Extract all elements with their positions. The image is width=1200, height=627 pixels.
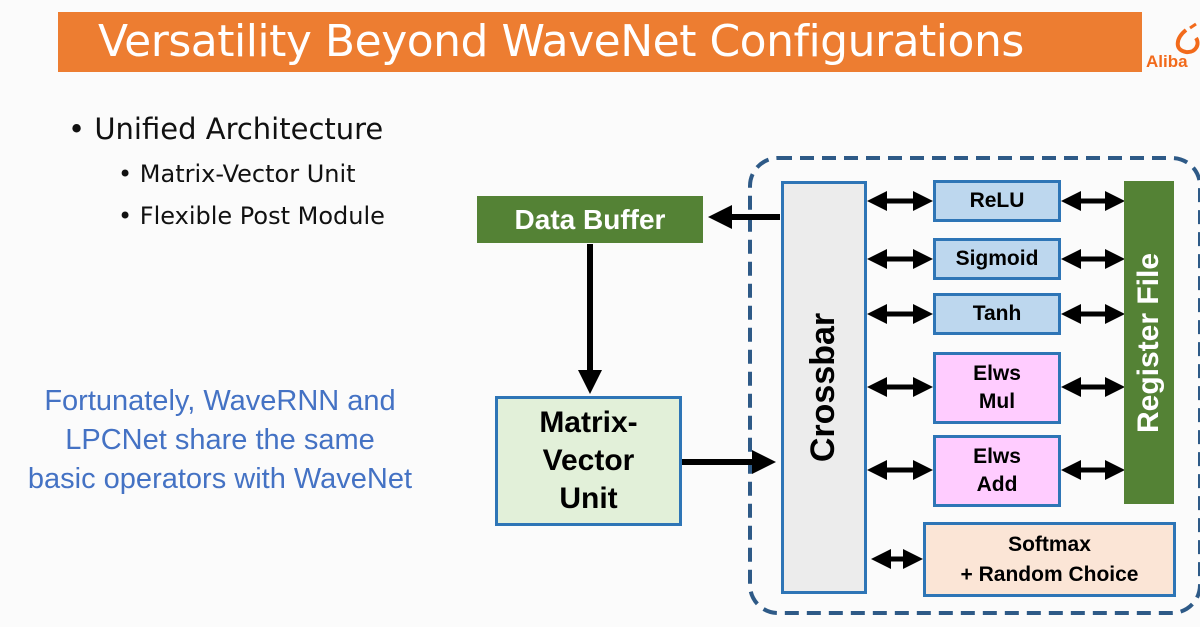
title-bar — [58, 12, 1142, 72]
sub-bullet-matrix-vector-unit: • Matrix-Vector Unit — [118, 160, 356, 188]
elws-mul-label-line: Mul — [978, 390, 1016, 413]
data-buffer-label: Data Buffer — [514, 203, 666, 235]
alibaba-logo: Aliba — [1146, 20, 1200, 80]
crossbar-box: Crossbar — [781, 181, 867, 594]
post-module-dashed-border — [748, 156, 1200, 615]
softmax-box: Softmax + Random Choice — [923, 522, 1176, 597]
note-text: Fortunately, WaveRNN and LPCNet share th… — [0, 382, 440, 499]
elws-add-box: Elws Add — [933, 435, 1061, 507]
note-line: basic operators with WaveNet — [27, 463, 413, 495]
slide-title: Versatility Beyond WaveNet Configuration… — [98, 16, 1024, 67]
mvu-label-line: Unit — [559, 482, 618, 515]
sub-bullet-text: Matrix-Vector Unit — [139, 160, 356, 188]
sub-bullet-text: Flexible Post Module — [139, 202, 385, 230]
data-buffer-box: Data Buffer — [477, 196, 703, 243]
relu-box: ReLU — [933, 180, 1061, 222]
logo-mark-icon — [1175, 22, 1200, 55]
sigmoid-box: Sigmoid — [933, 238, 1061, 280]
tanh-label: Tanh — [972, 302, 1022, 325]
mvu-label-line: Vector — [542, 444, 635, 477]
elws-add-label-line: Elws — [973, 445, 1021, 468]
note-line: LPCNet share the same — [65, 424, 375, 456]
register-file-box: Register File — [1124, 181, 1174, 504]
logo-text: Aliba — [1146, 52, 1188, 71]
tanh-box: Tanh — [933, 293, 1061, 335]
elws-mul-label-line: Elws — [973, 362, 1021, 385]
sigmoid-label: Sigmoid — [955, 247, 1039, 270]
note-line: Fortunately, WaveRNN and — [44, 385, 396, 417]
mvu-label-line: Matrix- — [539, 406, 638, 439]
softmax-label-line: Softmax — [1008, 532, 1091, 556]
sub-bullet-flexible-post-module: • Flexible Post Module — [118, 202, 385, 230]
register-file-label: Register File — [1132, 252, 1165, 433]
matrix-vector-unit-box: Matrix- Vector Unit — [495, 396, 682, 526]
bullet-text: Unified Architecture — [94, 112, 384, 146]
crossbar-label: Crossbar — [804, 312, 843, 463]
softmax-label-line: + Random Choice — [960, 562, 1139, 586]
relu-label: ReLU — [969, 189, 1025, 212]
elws-add-label-line: Add — [976, 473, 1018, 496]
bullet-unified-architecture: • Unified Architecture — [68, 112, 384, 146]
elws-mul-box: Elws Mul — [933, 352, 1061, 424]
